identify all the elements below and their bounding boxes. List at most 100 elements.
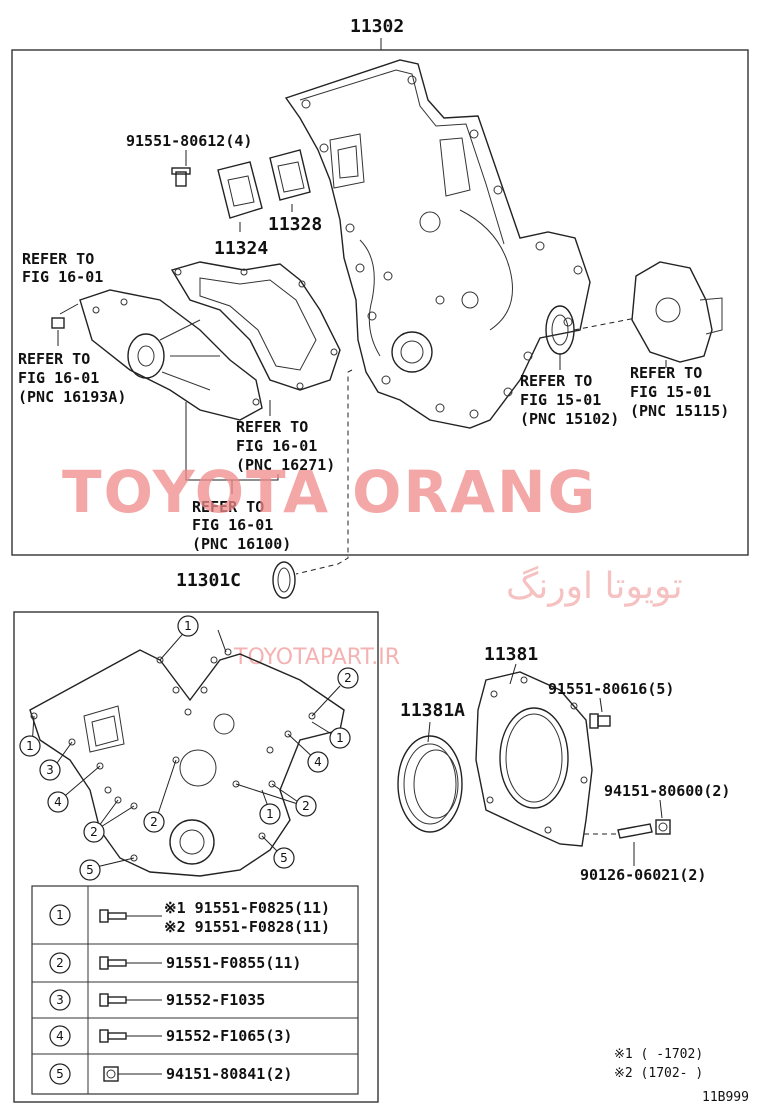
legend-row-5-part: 94151-80841(2) bbox=[166, 1065, 292, 1083]
bolt-icon bbox=[99, 956, 127, 970]
leader-refer-d-right bbox=[232, 474, 279, 481]
legend-row-5-number: 5 bbox=[56, 1067, 64, 1081]
legend-row-3: 3 91552-F1035 bbox=[49, 989, 265, 1011]
leader-refer-d bbox=[185, 402, 233, 494]
water-pump-drawing bbox=[51, 261, 341, 421]
legend-row-1: 1 ※1 91551-F0825(11) ※2 91551-F0828(11) bbox=[49, 899, 330, 936]
footnote-2: ※2 (1702- ) bbox=[614, 1066, 703, 1081]
oil-seal-11381a-drawing bbox=[397, 735, 463, 833]
legend-row-1-part-b: ※2 91551-F0828(11) bbox=[164, 918, 330, 936]
callout-circle-2-center bbox=[143, 811, 165, 833]
figure-code: 11B999 bbox=[702, 1090, 749, 1105]
watermark-main: TOYOTA ORANG bbox=[62, 458, 597, 526]
callout-text-2-mid-right: 2 bbox=[302, 799, 310, 813]
callout-circle-5-left bbox=[79, 859, 101, 881]
leader-80600 bbox=[659, 799, 663, 819]
callout-circle-1-right bbox=[329, 727, 351, 749]
label-91551-80612: 91551-80612(4) bbox=[126, 132, 252, 150]
leader-11381a bbox=[427, 721, 431, 743]
legend-row-2-part: 91551-F0855(11) bbox=[166, 954, 301, 972]
callout-text-4-left: 4 bbox=[54, 795, 62, 809]
label-refer-d-l3: (PNC 16100) bbox=[192, 535, 291, 553]
callout-text-5-right: 5 bbox=[280, 851, 288, 865]
label-refer-b-l2: FIG 16-01 bbox=[18, 369, 99, 387]
stud-90126-06021-drawing bbox=[617, 823, 653, 839]
label-11301c: 11301C bbox=[176, 570, 241, 591]
label-11324: 11324 bbox=[214, 238, 268, 259]
callout-circle-4-left bbox=[47, 791, 69, 813]
callout-text-1-right: 1 bbox=[336, 731, 344, 745]
callout-circle-3 bbox=[39, 759, 61, 781]
label-refer-c-l3: (PNC 16271) bbox=[236, 456, 335, 474]
label-refer-a-l1: REFER TO bbox=[22, 250, 94, 268]
label-refer-f-l3: (PNC 15115) bbox=[630, 402, 729, 420]
seal-retainer-11381-drawing bbox=[475, 671, 593, 847]
watermark-arabic: تویوتا اورنگ bbox=[506, 565, 683, 607]
nut-icon bbox=[103, 1066, 119, 1082]
label-refer-c-l1: REFER TO bbox=[236, 418, 308, 436]
label-refer-d-l2: FIG 16-01 bbox=[192, 516, 273, 534]
legend-row-5: 5 94151-80841(2) bbox=[49, 1063, 292, 1085]
callout-text-5-left: 5 bbox=[86, 863, 94, 877]
label-refer-e-l1: REFER TO bbox=[520, 372, 592, 390]
bolt-icon bbox=[99, 909, 127, 923]
watermark-url: TOYOTAPART.IR bbox=[233, 645, 400, 670]
timing-cover-drawing bbox=[284, 59, 591, 429]
label-11381: 11381 bbox=[484, 644, 538, 665]
legend-row-1-part-a: ※1 91551-F0825(11) bbox=[164, 899, 330, 917]
callout-text-2-left: 2 bbox=[90, 825, 98, 839]
callout-text-2-right: 2 bbox=[344, 671, 352, 685]
callout-text-1-mid: 1 bbox=[266, 807, 274, 821]
label-11328: 11328 bbox=[268, 214, 322, 235]
bolt-91551-80616-drawing bbox=[589, 713, 611, 729]
leader-80616 bbox=[599, 697, 603, 713]
upper-frame bbox=[11, 49, 749, 556]
leader-11301c-dashed bbox=[295, 369, 353, 575]
label-refer-b-l3: (PNC 16193A) bbox=[18, 388, 126, 406]
callout-text-3: 3 bbox=[46, 763, 54, 777]
legend-row-1-number: 1 bbox=[56, 908, 64, 922]
leader-refer-a bbox=[59, 303, 79, 315]
label-91551-80616: 91551-80616(5) bbox=[548, 680, 674, 698]
label-refer-f-l1: REFER TO bbox=[630, 364, 702, 382]
callout-text-1-left: 1 bbox=[26, 739, 34, 753]
label-refer-c-l2: FIG 16-01 bbox=[236, 437, 317, 455]
legend-row-2: 2 91551-F0855(11) bbox=[49, 952, 301, 974]
label-refer-b-l1: REFER TO bbox=[18, 350, 90, 368]
label-refer-f-l2: FIG 15-01 bbox=[630, 383, 711, 401]
legend-row-4: 4 91552-F1065(3) bbox=[49, 1025, 292, 1047]
callout-text-1-top: 1 bbox=[184, 619, 192, 633]
callout-circle-1-mid bbox=[259, 803, 281, 825]
label-refer-e-l2: FIG 15-01 bbox=[520, 391, 601, 409]
legend-row-2-number: 2 bbox=[56, 956, 64, 970]
legend-row-4-part: 91552-F1065(3) bbox=[166, 1027, 292, 1045]
lower-left-frame bbox=[13, 611, 379, 1103]
label-refer-e-l3: (PNC 15102) bbox=[520, 410, 619, 428]
gasket-11328-drawing bbox=[269, 149, 311, 201]
bolt-icon bbox=[99, 993, 127, 1007]
label-94151-80600: 94151-80600(2) bbox=[604, 782, 730, 800]
bolt-legend-table bbox=[31, 885, 359, 1095]
callout-circle-2-mid-right bbox=[295, 795, 317, 817]
legend-row-3-number: 3 bbox=[56, 993, 64, 1007]
legend-row-3-part: 91552-F1035 bbox=[166, 991, 265, 1009]
label-90126-06021: 90126-06021(2) bbox=[580, 866, 706, 884]
seal-11301c-drawing bbox=[272, 561, 296, 599]
assembly-number-11302: 11302 bbox=[350, 16, 404, 37]
callout-text-4-right: 4 bbox=[314, 755, 322, 769]
bolt-map-callouts: 1 2 1 3 1 4 4 2 1 2 2 5 5 bbox=[19, 615, 359, 881]
callout-circle-4-right bbox=[307, 751, 329, 773]
oil-pump-drawing bbox=[545, 261, 723, 363]
bolt-91551-80612-drawing bbox=[171, 167, 191, 187]
callout-circle-5-right bbox=[273, 847, 295, 869]
gasket-11324-drawing bbox=[217, 161, 263, 219]
callout-circle-2-right bbox=[337, 667, 359, 689]
label-refer-d-l1: REFER TO bbox=[192, 498, 264, 516]
callout-circle-1-left bbox=[19, 735, 41, 757]
nut-94151-80600-drawing bbox=[655, 819, 671, 835]
label-refer-a-l2: FIG 16-01 bbox=[22, 268, 103, 286]
label-11381a: 11381A bbox=[400, 700, 465, 721]
legend-row-4-number: 4 bbox=[56, 1029, 64, 1043]
